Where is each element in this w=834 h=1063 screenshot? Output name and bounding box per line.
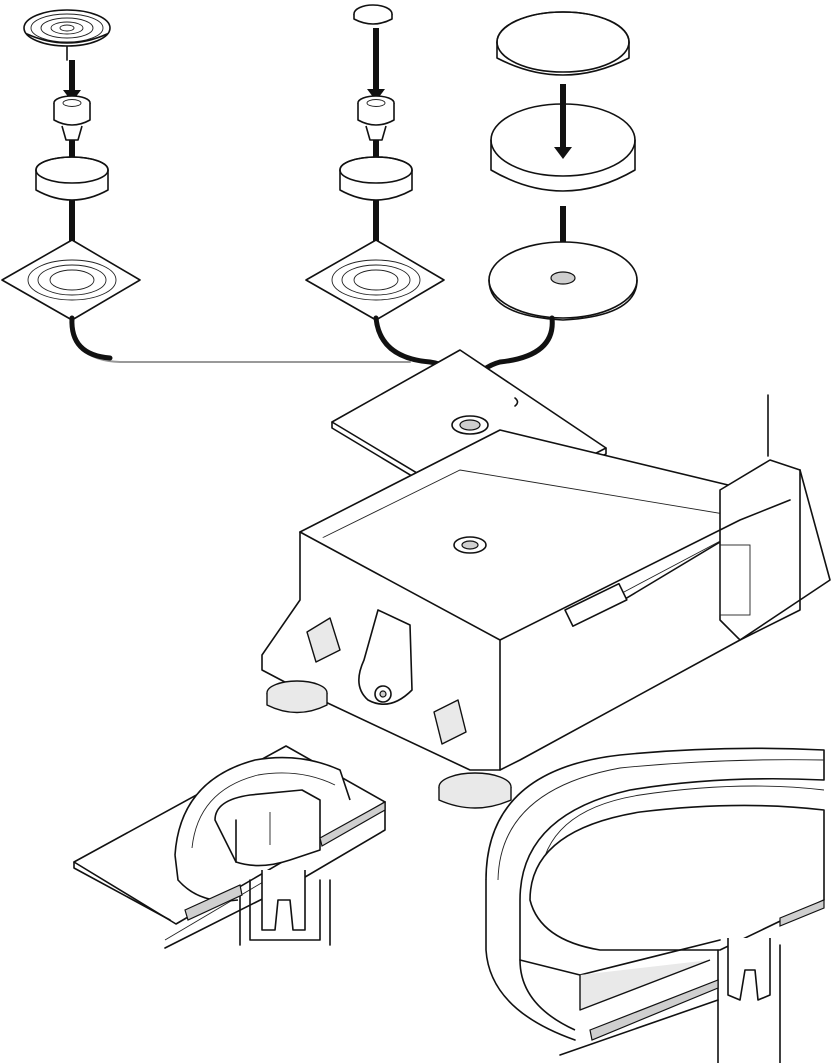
detail-small-pan-cutaway (73, 745, 386, 949)
pan-support-icon-2 (357, 95, 395, 141)
balance-body (261, 394, 831, 809)
foot-left (266, 680, 328, 714)
base-plate-icon (1, 239, 141, 321)
grid-pan-icon (23, 9, 111, 61)
right-stack (467, 11, 638, 407)
small-pan-icon (353, 4, 393, 25)
round-plate-icon (488, 241, 638, 321)
base-plate-icon-2 (305, 239, 445, 321)
left-stack (1, 9, 411, 363)
ring-icon-2 (339, 156, 413, 201)
foot-right (438, 772, 512, 809)
lid-icon (496, 11, 630, 76)
middle-stack (305, 4, 474, 414)
ring-wall-icon (490, 103, 636, 192)
detail-large-pan-cutaway (485, 747, 825, 1063)
pan-support-icon (53, 95, 91, 141)
ring-icon (35, 156, 109, 201)
